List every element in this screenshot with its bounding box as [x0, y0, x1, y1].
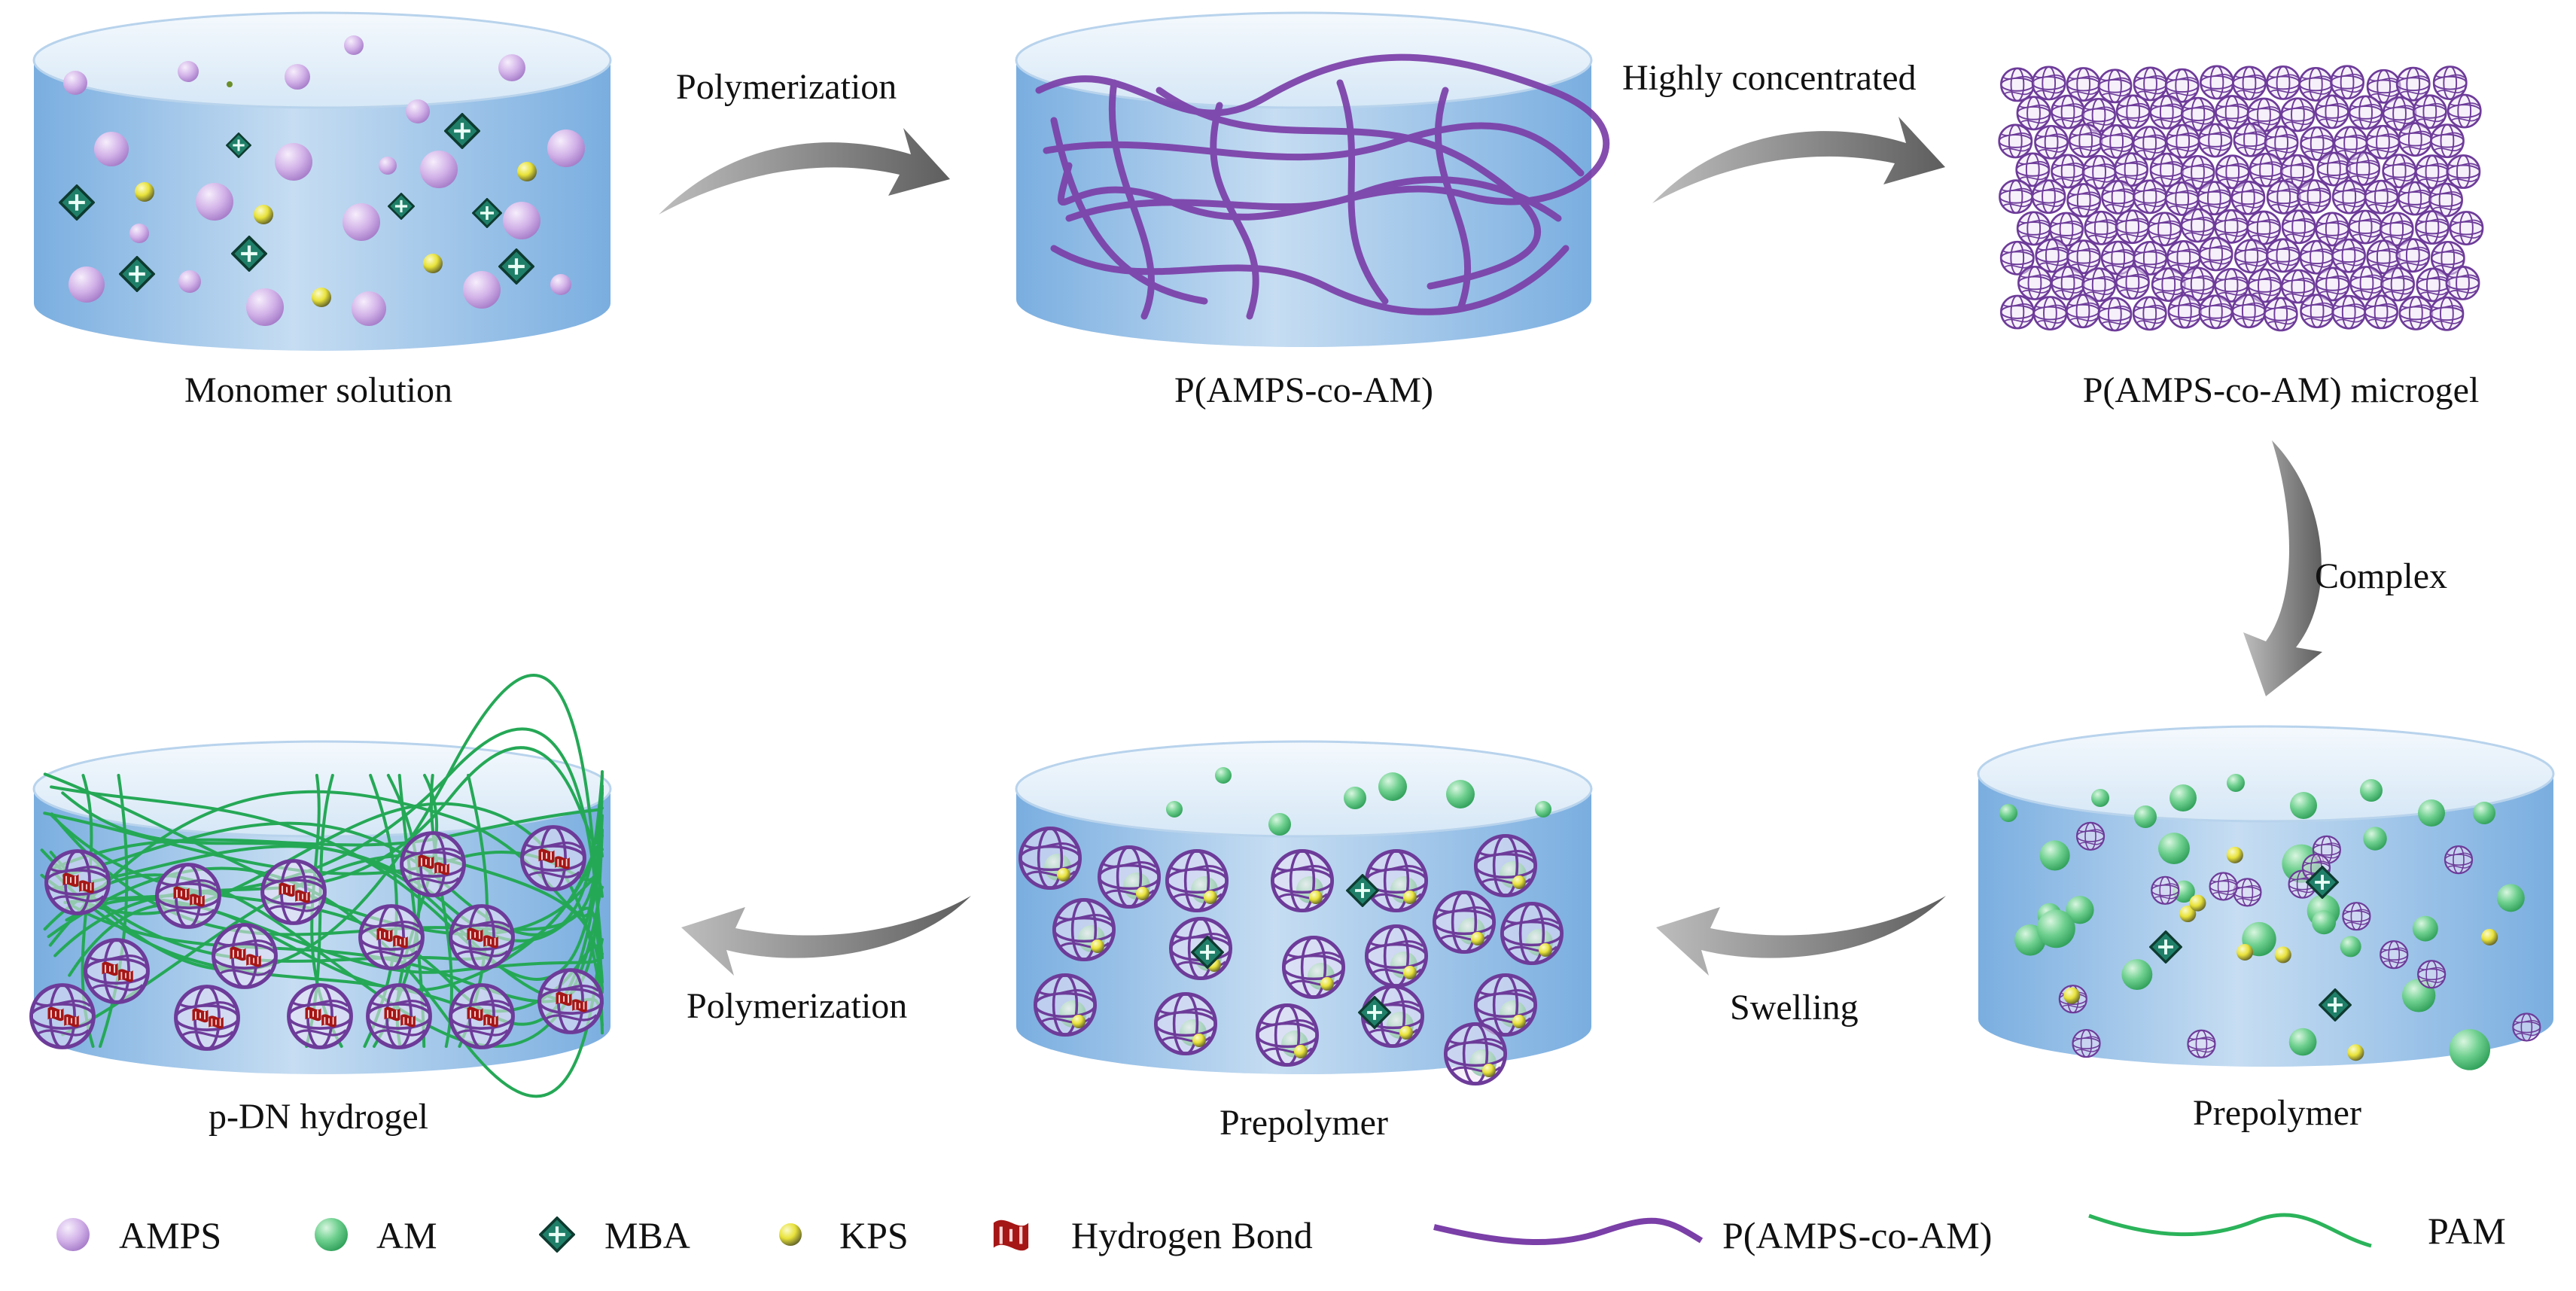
stage-label-prepolymer-right: Prepolymer: [2193, 1093, 2361, 1133]
stage-label-prepolymer-middle: Prepolymer: [1219, 1103, 1388, 1143]
step-label-highly-concentrated: Highly concentrated: [1622, 58, 1917, 98]
microgel-cluster: [1998, 65, 2484, 332]
kps-legend-icon: [779, 1223, 802, 1246]
legend-label-am: AM: [376, 1214, 437, 1256]
arrow-polymerization-1: [659, 128, 950, 215]
amps-legend-icon: [56, 1218, 90, 1251]
monomer-solution-container: [32, 11, 612, 351]
prepolymer-right-container: [1977, 725, 2555, 1070]
copolymer-chains: [1035, 53, 1609, 320]
copolymer-container: [1015, 11, 1609, 347]
step-label-polymerization-2: Polymerization: [687, 986, 908, 1026]
prepolymer-middle-container: [1015, 740, 1593, 1084]
step-label-swelling: Swelling: [1730, 988, 1859, 1028]
legend-label-hydrogen-bond: Hydrogen Bond: [1071, 1214, 1313, 1256]
pamps-legend-line: [1433, 1217, 1704, 1245]
am-legend-icon: [315, 1218, 348, 1251]
arrow-polymerization-2: [681, 896, 971, 976]
stage-label-hydrogel: p-DN hydrogel: [209, 1097, 428, 1137]
pam-legend-line: [2088, 1213, 2372, 1248]
hydrogen-bond-legend-icon: [994, 1220, 1028, 1251]
step-label-complex: Complex: [2315, 556, 2447, 596]
stage-label-copolymer: P(AMPS-co-AM): [1174, 370, 1434, 410]
step-label-polymerization-1: Polymerization: [676, 67, 897, 107]
prepolymer-right-particles: [1999, 774, 2541, 1070]
monomer-particles: [60, 35, 585, 326]
legend-label-pam: PAM: [2428, 1210, 2506, 1252]
hydrogel-container: [32, 674, 612, 1098]
legend-label-kps: KPS: [839, 1214, 909, 1256]
hydrogel-network: [32, 674, 604, 1098]
legend-label-mba: MBA: [604, 1214, 690, 1256]
mba-legend-icon: [540, 1218, 574, 1251]
stage-label-monomer: Monomer solution: [184, 370, 452, 410]
arrow-complex: [2243, 440, 2322, 696]
arrow-highly-concentrated: [1652, 117, 1945, 203]
legend-label-pamps: P(AMPS-co-AM): [1722, 1214, 1993, 1256]
arrow-swelling: [1656, 896, 1946, 976]
stage-label-microgel: P(AMPS-co-AM) microgel: [2082, 370, 2480, 410]
legend-icons: [56, 1213, 2372, 1251]
prepolymer-middle-particles: [1020, 767, 1561, 1084]
legend-label-amps: AMPS: [119, 1214, 222, 1256]
